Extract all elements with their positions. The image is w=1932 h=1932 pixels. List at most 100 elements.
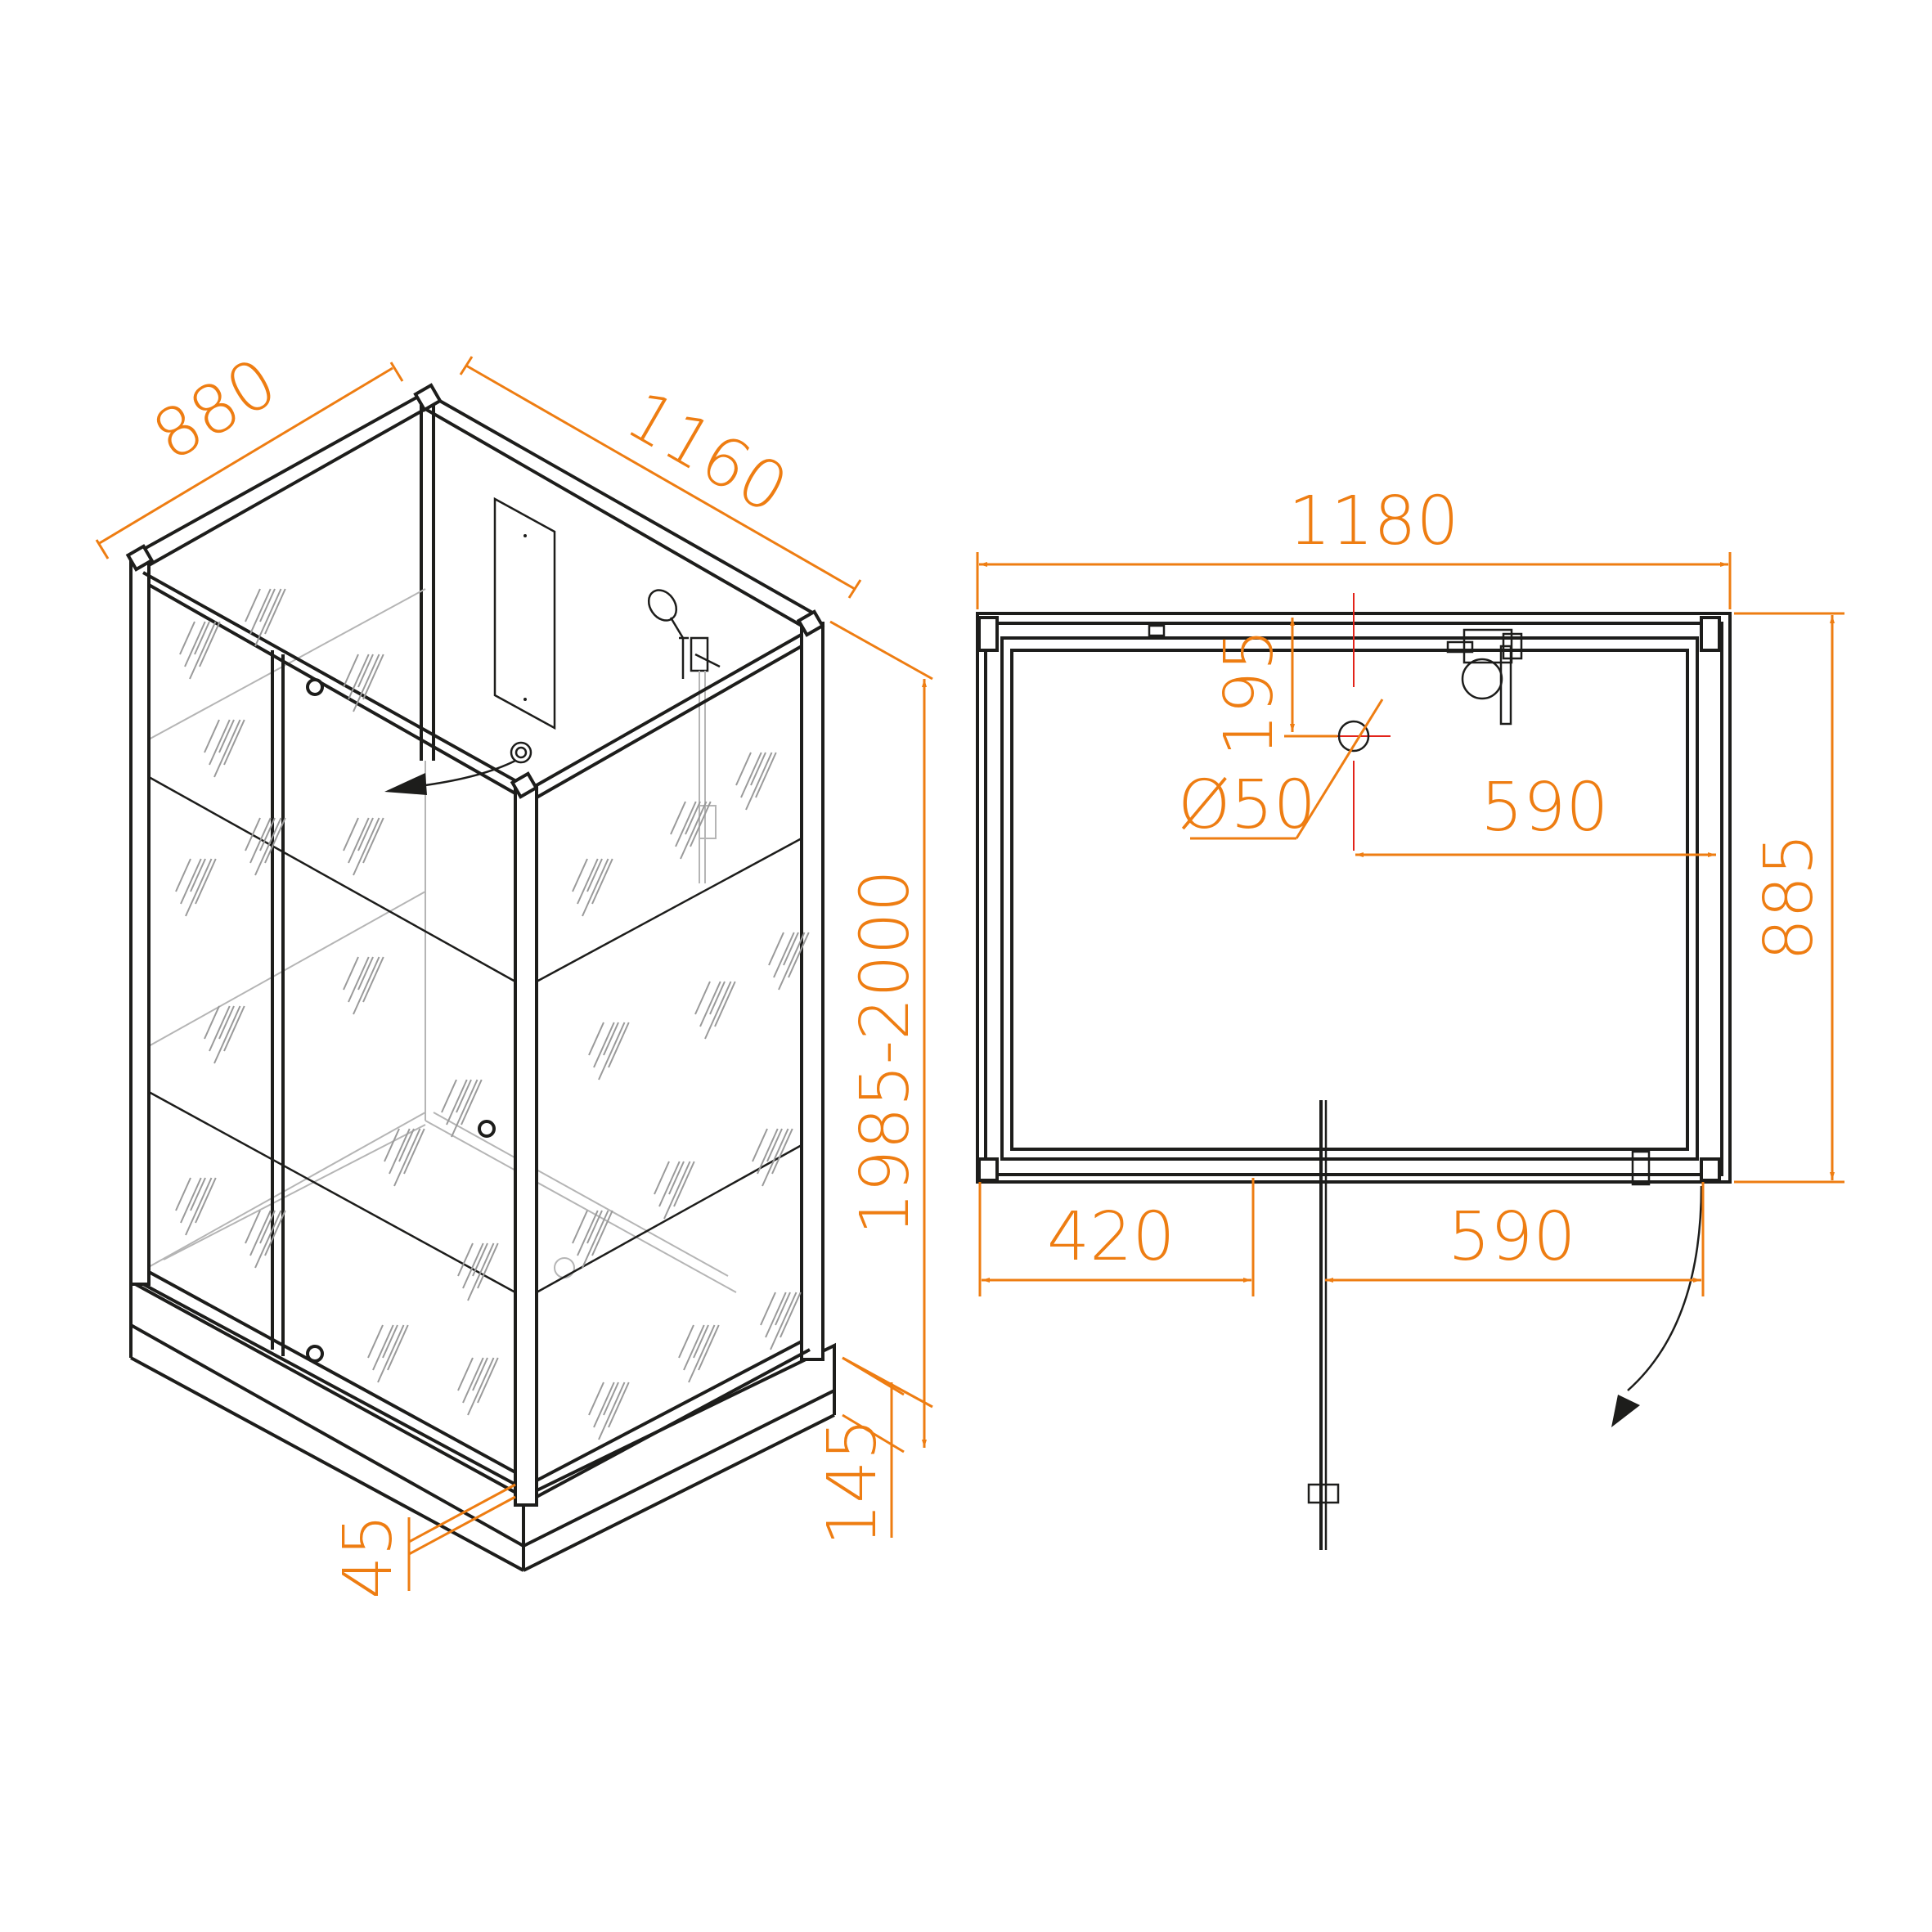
dim-threshold-label: 45 <box>330 1514 407 1599</box>
dim-width-label: 1160 <box>613 376 800 529</box>
reflection-stroke <box>382 1324 398 1359</box>
reflection-stroke <box>259 588 276 622</box>
reflection-stroke <box>348 654 370 700</box>
dim-door-right: 590 <box>1325 1182 1705 1296</box>
reflection-stroke <box>461 1079 483 1126</box>
reflection-stroke <box>185 858 213 917</box>
reflection-stroke <box>384 1128 400 1162</box>
reflection-stroke <box>189 621 217 680</box>
dim-door-left-label: 420 <box>1047 1198 1175 1276</box>
reflection-stroke <box>264 817 286 864</box>
reflection-stroke <box>190 858 206 892</box>
reflection-stroke <box>362 956 384 1003</box>
reflection-stroke <box>654 1161 670 1195</box>
perspective-view: 880 1160 1985-2000 145 45 <box>95 344 933 1599</box>
reflection-stroke <box>694 981 711 1015</box>
back-frame <box>130 383 815 1121</box>
reflection-stroke <box>249 588 272 635</box>
reflection-stroke <box>582 858 609 917</box>
reflection-stroke <box>740 752 762 798</box>
reflection-stroke <box>348 817 370 864</box>
reflection-stroke <box>180 858 202 905</box>
reflection-stroke <box>353 956 380 1015</box>
reflection-stroke <box>357 654 374 688</box>
dim-tray-height-label: 145 <box>814 1418 892 1546</box>
door-swing-arrow-icon <box>1611 1185 1703 1427</box>
reflection-stroke <box>353 654 380 712</box>
reflection-stroke <box>755 752 777 798</box>
dim-drain-offset-x: 590 <box>1355 769 1716 857</box>
dim-depth-label: 880 <box>140 344 290 476</box>
reflection-stroke <box>675 801 697 847</box>
reflection-stroke <box>372 1324 394 1371</box>
dim-width: 1160 <box>459 356 862 599</box>
dim-drain-diameter: Ø50 <box>1178 699 1384 844</box>
reflection-stroke <box>688 1324 716 1383</box>
reflection-stroke <box>472 1242 488 1277</box>
right-front-post <box>510 771 539 1507</box>
reflection-stroke <box>670 801 686 835</box>
reflection-stroke <box>184 621 206 667</box>
reflection-stroke <box>709 981 726 1015</box>
reflection-stroke <box>362 654 384 700</box>
reflection-stroke <box>683 1324 705 1371</box>
reflection-stroke <box>223 1005 245 1052</box>
dim-overall-width: 1180 <box>976 483 1732 609</box>
reflection-stroke <box>387 1324 409 1371</box>
reflection-stroke <box>467 1357 495 1416</box>
reflection-stroke <box>393 1128 421 1187</box>
plan-frame <box>976 612 1732 1186</box>
reflection-stroke <box>577 858 599 905</box>
reflection-stroke <box>245 817 261 851</box>
reflection-stroke <box>750 752 766 786</box>
reflection-stroke <box>608 1022 630 1068</box>
glass-reflections <box>175 588 810 1440</box>
reflection-stroke <box>775 1292 791 1326</box>
side-panel <box>536 609 825 1498</box>
reflection-stroke <box>343 817 359 851</box>
reflection-stroke <box>403 1128 425 1175</box>
back-panel <box>493 496 556 730</box>
plan-door <box>1307 1100 1340 1550</box>
reflection-stroke <box>572 1210 588 1244</box>
shower-head-icon <box>647 589 689 679</box>
reflection-stroke <box>593 1382 615 1428</box>
door-direction-arrow-icon <box>384 759 516 795</box>
reflection-stroke <box>343 956 359 991</box>
dim-overall-depth: 885 <box>1734 612 1844 1184</box>
reflection-stroke <box>377 1324 405 1383</box>
reflection-stroke <box>175 1177 191 1211</box>
reflection-stroke <box>477 1357 499 1404</box>
reflection-stroke <box>175 858 191 892</box>
reflection-stroke <box>714 981 736 1027</box>
reflection-stroke <box>773 932 795 978</box>
reflection-stroke <box>259 1210 276 1244</box>
reflection-stroke <box>752 1128 768 1162</box>
reflection-stroke <box>348 956 370 1003</box>
reflection-stroke <box>783 932 799 966</box>
dim-drain-offset-y-label: 195 <box>1211 628 1288 757</box>
reflection-stroke <box>357 817 374 851</box>
reflection-stroke <box>586 1210 603 1244</box>
reflection-stroke <box>658 1161 681 1207</box>
reflection-stroke <box>603 1382 619 1416</box>
reflection-stroke <box>778 932 806 991</box>
reflection-stroke <box>245 588 261 622</box>
reflection-stroke <box>770 1292 798 1350</box>
reflection-stroke <box>685 801 701 835</box>
reflection-stroke <box>678 1324 694 1359</box>
plan-view: 1180 885 195 Ø50 590 <box>976 483 1844 1550</box>
reflection-stroke <box>577 1210 599 1256</box>
reflection-stroke <box>254 817 282 876</box>
reflection-stroke <box>765 1292 787 1338</box>
reflection-stroke <box>780 1292 802 1338</box>
reflection-stroke <box>259 817 276 851</box>
reflection-stroke <box>771 1128 793 1175</box>
dim-depth: 880 <box>95 344 404 559</box>
reflection-stroke <box>766 1128 783 1162</box>
dim-drain-offset-y: 195 <box>1211 618 1337 757</box>
reflection-stroke <box>768 932 784 966</box>
reflection-stroke <box>693 1324 709 1359</box>
reflection-stroke <box>608 1382 630 1428</box>
